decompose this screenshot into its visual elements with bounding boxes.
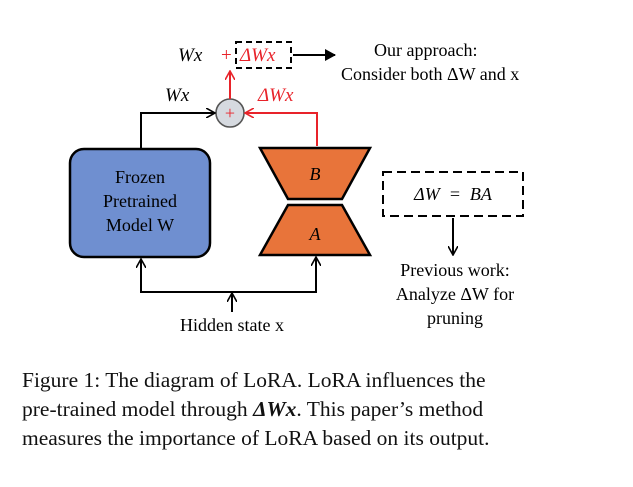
- caption-line-3: measures the importance of LoRA based on…: [22, 426, 490, 450]
- frozen-model-line2: Pretrained: [103, 191, 177, 211]
- previous-work-line2: Analyze ΔW for: [396, 284, 514, 304]
- equation-text: ΔW = BA: [413, 184, 493, 204]
- previous-work-line3: pruning: [427, 308, 483, 328]
- lora-diagram: Wx + ΔWx Our approach: Consider both ΔW …: [68, 40, 524, 335]
- frozen-model-box: [68, 147, 212, 259]
- lora-b-trapezoid: [257, 146, 373, 201]
- lora-output-label: ΔWx: [257, 85, 294, 106]
- lora-a-trapezoid: [257, 203, 373, 257]
- output-wx: Wx: [178, 45, 203, 66]
- caption-line-2: pre-trained model through ΔWx. This pape…: [22, 395, 622, 424]
- hidden-state-label: Hidden state x: [180, 315, 284, 335]
- caption-delta-wx: ΔWx: [253, 397, 297, 421]
- lora-to-adder-arrow: [246, 113, 318, 146]
- caption-line-2-start: pre-trained model through: [22, 397, 254, 421]
- equation-box: [382, 171, 524, 217]
- frozen-model-line3: Model W: [106, 215, 174, 235]
- lora-b-label: B: [310, 164, 321, 184]
- approach-title: Our approach:: [374, 40, 477, 60]
- frozen-output-label: Wx: [165, 85, 190, 106]
- frozen-to-adder-arrow: [140, 113, 214, 148]
- adder-symbol: +: [225, 103, 235, 123]
- caption-line-2-end: . This paper’s method: [296, 397, 484, 421]
- input-bus-line: [140, 276, 317, 293]
- output-delta-wx: ΔWx: [239, 45, 276, 66]
- lora-a-label: A: [309, 224, 322, 244]
- output-plus: +: [221, 45, 232, 66]
- frozen-model-line1: Frozen: [115, 167, 165, 187]
- figure-caption: Figure 1: The diagram of LoRA. LoRA infl…: [22, 366, 622, 453]
- approach-desc: Consider both ΔW and x: [341, 64, 519, 84]
- caption-line-1: Figure 1: The diagram of LoRA. LoRA infl…: [22, 368, 486, 392]
- previous-work-title: Previous work:: [400, 260, 510, 280]
